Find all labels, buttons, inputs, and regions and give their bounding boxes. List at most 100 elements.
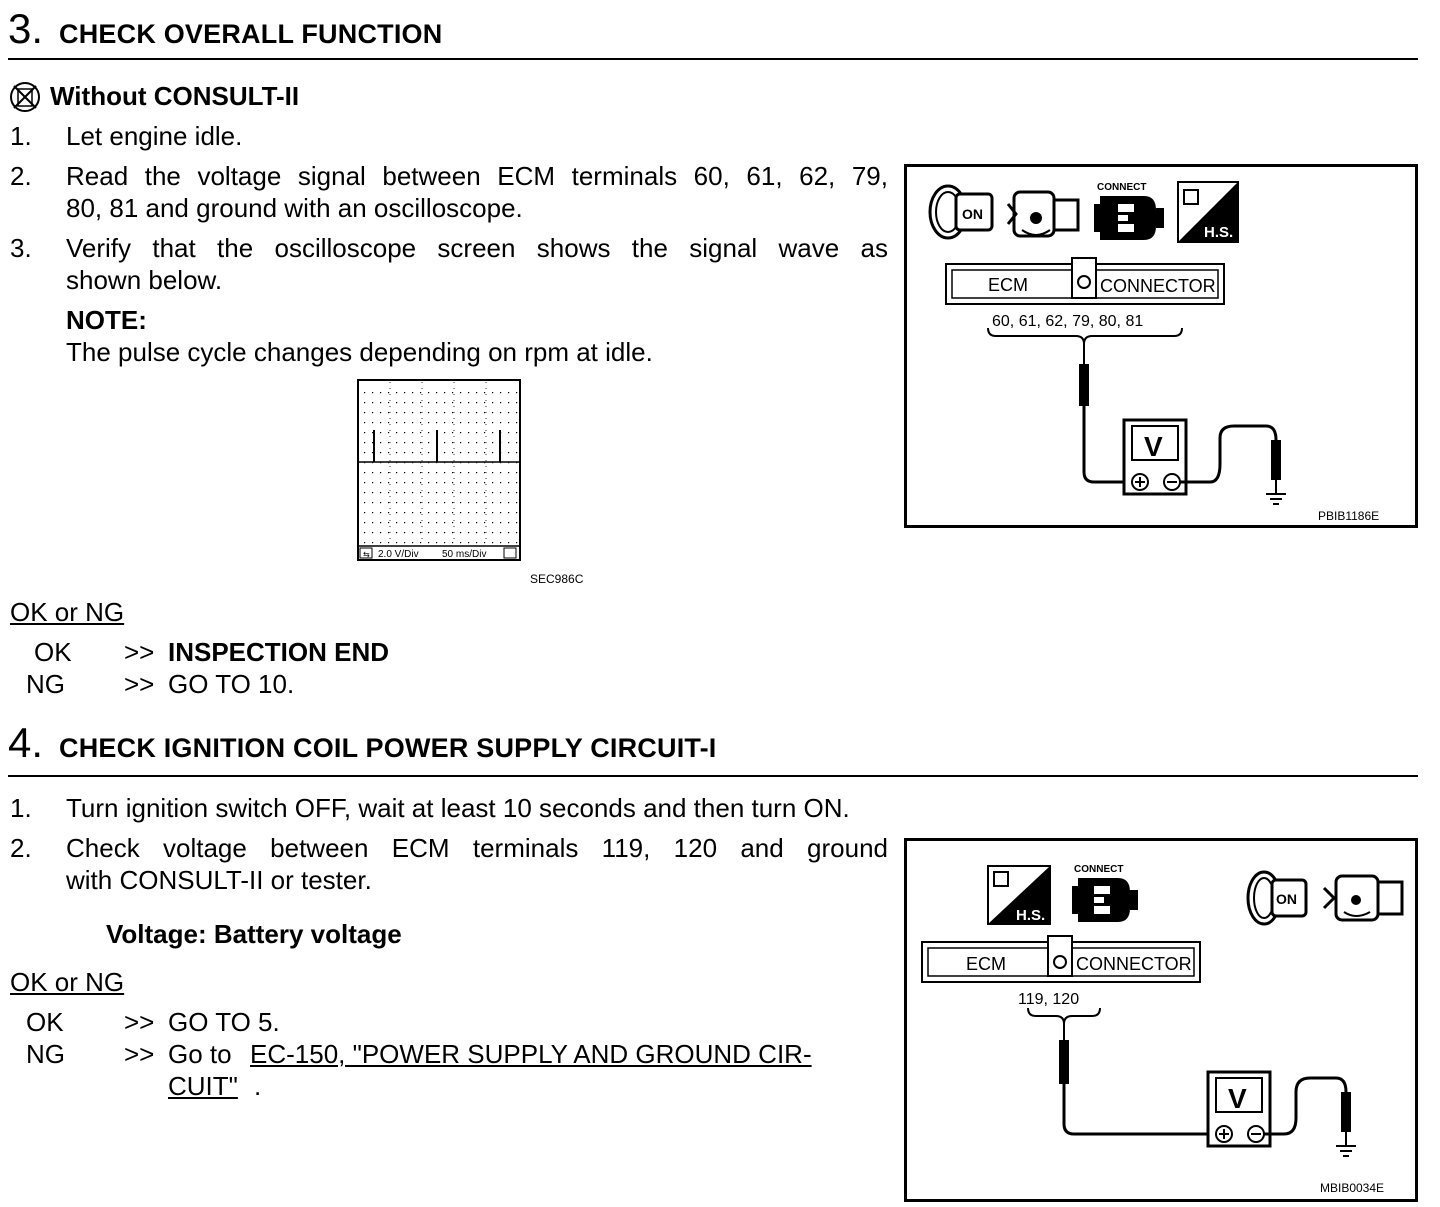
- scope-grid-dot: [508, 472, 510, 474]
- scope-grid-dot: [404, 422, 406, 424]
- step-title: CHECK OVERALL FUNCTION: [59, 19, 443, 49]
- svg-text:H.S.: H.S.: [1204, 224, 1233, 241]
- scope-grid-dot: [444, 432, 446, 434]
- engine-icon: [1006, 190, 1080, 238]
- subheading: Without CONSULT-II: [50, 81, 300, 111]
- scope-grid-dot: [484, 522, 486, 524]
- scope-grid-dot: [468, 442, 470, 444]
- voltmeter-icon: V: [1122, 418, 1188, 496]
- ok-result[interactable]: GO TO 5.: [168, 1007, 280, 1037]
- scope-grid-dot: [452, 522, 454, 524]
- scope-grid-dot: [516, 442, 518, 444]
- scope-grid-dot: [508, 412, 510, 414]
- scope-grid-dot: [452, 422, 454, 424]
- scope-grid-dot: [372, 492, 374, 494]
- scope-grid-dot: [508, 512, 510, 514]
- scope-grid-dot: [468, 522, 470, 524]
- scope-grid-dot: [484, 542, 486, 544]
- scope-grid-dot: [500, 402, 502, 404]
- scope-grid-dot: [452, 442, 454, 444]
- scope-grid-dot: [516, 482, 518, 484]
- scope-grid-dot: [388, 452, 390, 454]
- svg-text:ECM: ECM: [966, 954, 1006, 974]
- scope-grid-dot: [388, 432, 390, 434]
- step-title: CHECK IGNITION COIL POWER SUPPLY CIRCUIT…: [59, 733, 717, 763]
- scope-grid-dot: [516, 392, 518, 394]
- scope-grid-dot: [468, 492, 470, 494]
- scope-grid-dot: [436, 402, 438, 404]
- terminal-numbers: 119, 120: [1018, 991, 1079, 1008]
- scope-grid-dot: [428, 532, 430, 534]
- scope-grid-dot: [396, 492, 398, 494]
- scope-grid-dot: [468, 392, 470, 394]
- scope-grid-dot: [372, 532, 374, 534]
- scope-grid-dot: [452, 542, 454, 544]
- scope-grid-dot: [468, 502, 470, 504]
- scope-grid-dot: [388, 502, 390, 504]
- scope-grid-dot: [372, 432, 374, 434]
- step-3-heading: 3. CHECK OVERALL FUNCTION: [8, 8, 442, 50]
- scope-grid-dot: [508, 492, 510, 494]
- ng-suffix: .: [254, 1071, 262, 1101]
- scope-grid-dot: [372, 412, 374, 414]
- scope-grid-dot: [492, 502, 494, 504]
- power-supply-link-cont[interactable]: CUIT": [168, 1071, 238, 1101]
- svg-text:H.S.: H.S.: [1016, 907, 1045, 924]
- scope-grid-dot: [508, 432, 510, 434]
- power-supply-link[interactable]: EC-150, "POWER SUPPLY AND GROUND CIR-: [250, 1039, 812, 1069]
- item-number: 2.: [10, 161, 32, 191]
- divider: [8, 58, 1418, 60]
- scope-grid-dot: [436, 522, 438, 524]
- scope-grid-dot: [468, 482, 470, 484]
- scope-grid-dot: [404, 522, 406, 524]
- scope-grid-dot: [420, 392, 422, 394]
- scope-grid-dot: [412, 492, 414, 494]
- scope-grid-dot: [516, 412, 518, 414]
- scope-grid-dot: [364, 542, 366, 544]
- scope-grid-dot: [372, 482, 374, 484]
- scope-grid-dot: [380, 492, 382, 494]
- scope-grid-dot: [412, 402, 414, 404]
- scope-grid-dot: [500, 392, 502, 394]
- scope-grid-dot: [420, 452, 422, 454]
- scope-grid-dot: [484, 412, 486, 414]
- scope-grid-dot: [444, 402, 446, 404]
- scope-grid-dot: [500, 522, 502, 524]
- scope-grid-dot: [420, 522, 422, 524]
- scope-grid-dot: [396, 452, 398, 454]
- scope-grid-dot: [428, 542, 430, 544]
- oscilloscope-figure: ⇆ 2.0 V/Div 50 ms/Div: [356, 378, 524, 564]
- scope-grid-dot: [420, 482, 422, 484]
- scope-grid-dot: [396, 412, 398, 414]
- scope-grid-dot: [436, 542, 438, 544]
- ng-result[interactable]: GO TO 10.: [168, 669, 295, 699]
- scope-grid-dot: [508, 442, 510, 444]
- arrow: >>: [124, 669, 155, 699]
- scope-grid-dot: [364, 512, 366, 514]
- scope-grid-dot: [452, 482, 454, 484]
- scope-grid-dot: [420, 402, 422, 404]
- svg-text:ECM: ECM: [988, 275, 1028, 295]
- scope-grid-dot: [412, 522, 414, 524]
- scope-grid-dot: [444, 532, 446, 534]
- step-number: 4.: [8, 719, 44, 766]
- scope-grid-dot: [500, 502, 502, 504]
- scope-grid-dot: [388, 482, 390, 484]
- scope-grid-dot: [476, 512, 478, 514]
- scope-grid-dot: [380, 432, 382, 434]
- scope-grid-dot: [420, 542, 422, 544]
- scope-grid-dot: [460, 542, 462, 544]
- scope-grid-dot: [460, 522, 462, 524]
- scope-grid-dot: [476, 442, 478, 444]
- scope-grid-dot: [388, 472, 390, 474]
- scope-grid-dot: [364, 452, 366, 454]
- scope-grid-dot: [444, 452, 446, 454]
- scope-grid-dot: [516, 432, 518, 434]
- scope-grid-dot: [484, 502, 486, 504]
- scope-grid-dot: [516, 502, 518, 504]
- engine-icon: [1322, 874, 1404, 922]
- scope-grid-dot: [460, 492, 462, 494]
- scope-grid-dot: [428, 522, 430, 524]
- note-text: The pulse cycle changes depending on rpm…: [66, 337, 653, 367]
- scope-grid-dot: [372, 472, 374, 474]
